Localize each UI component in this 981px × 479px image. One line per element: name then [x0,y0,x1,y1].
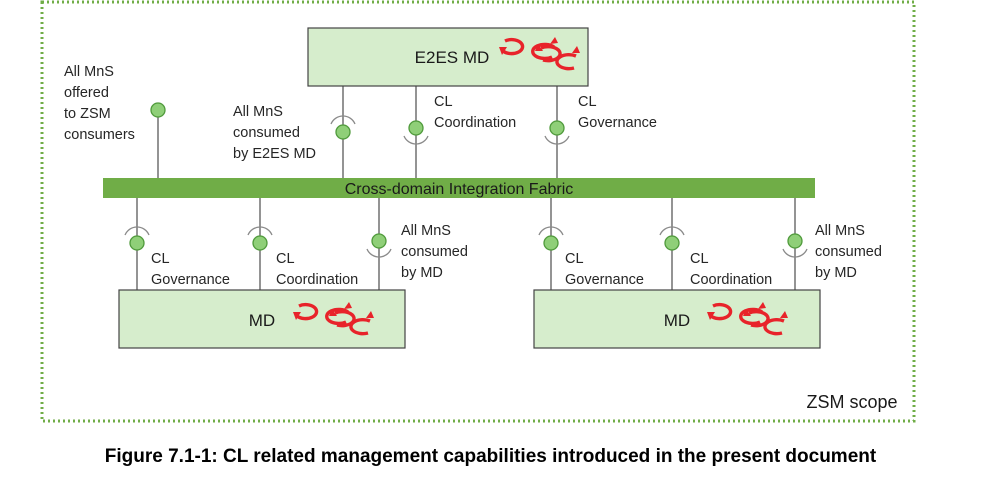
service-node-icon [371,233,387,249]
service-node-icon [543,235,559,251]
service-consumer-socket-icon [366,248,392,258]
label-all-mns-consumed-e2es: All MnS consumed by E2ES MD [233,104,316,162]
service-consumer-socket-icon [330,115,356,125]
label-all-mns-offered: All MnS offered to ZSM consumers [64,64,135,143]
label-right-cl-governance: CL Governance [565,251,644,288]
service-consumer-socket-icon [403,135,429,145]
service-consumer-socket-icon [124,226,150,236]
md-left-label: MD [249,311,275,330]
service-node-icon [408,120,424,136]
service-consumer-socket-icon [544,135,570,145]
service-node-icon [664,235,680,251]
md-right-label: MD [664,311,690,330]
integration-fabric-bar [103,178,815,198]
figure-caption: Figure 7.1-1: CL related management capa… [104,446,877,467]
service-node-icon [150,102,166,118]
service-node-icon [335,124,351,140]
service-node-icon [129,235,145,251]
label-left-cl-coordination: CL Coordination [276,251,358,288]
service-consumer-socket-icon [538,226,564,236]
zsm-scope-boundary [40,0,916,423]
service-consumer-socket-icon [247,226,273,236]
label-top-cl-governance: CL Governance [578,94,657,131]
label-right-all-mns-consumed: All MnS consumed by MD [815,223,886,281]
service-node-icon [787,233,803,249]
service-consumer-socket-icon [659,226,685,236]
service-nodes [124,102,808,258]
e2es-md-label: E2ES MD [415,48,490,67]
service-node-icon [252,235,268,251]
label-top-cl-coordination: CL Coordination [434,94,516,131]
service-consumer-socket-icon [782,248,808,258]
label-right-cl-coordination: CL Coordination [690,251,772,288]
label-left-cl-governance: CL Governance [151,251,230,288]
service-node-icon [549,120,565,136]
zsm-scope-label: ZSM scope [806,392,897,412]
label-left-all-mns-consumed: All MnS consumed by MD [401,223,472,281]
integration-fabric-label: Cross-domain Integration Fabric [345,181,574,198]
